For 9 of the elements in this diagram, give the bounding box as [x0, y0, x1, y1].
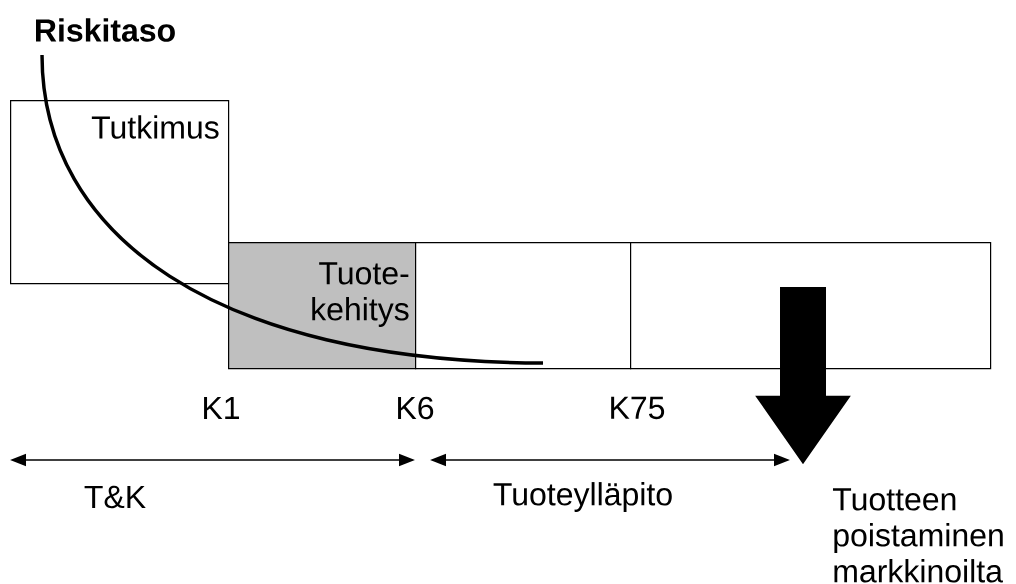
- milestone-label: K6: [398, 396, 434, 420]
- process-box: Tutkimus: [10, 100, 230, 285]
- milestone-label: K75: [611, 396, 665, 420]
- process-box: Tuote- kehitys: [228, 242, 417, 370]
- span-label: Tuoteylläpito: [493, 482, 672, 512]
- axis-title: Riskitaso: [36, 18, 175, 42]
- outcome-text: Tuotteen poistaminen markkinoilta: [833, 488, 1003, 583]
- span-label: T&K: [84, 485, 146, 509]
- milestone-label: K1: [204, 397, 239, 419]
